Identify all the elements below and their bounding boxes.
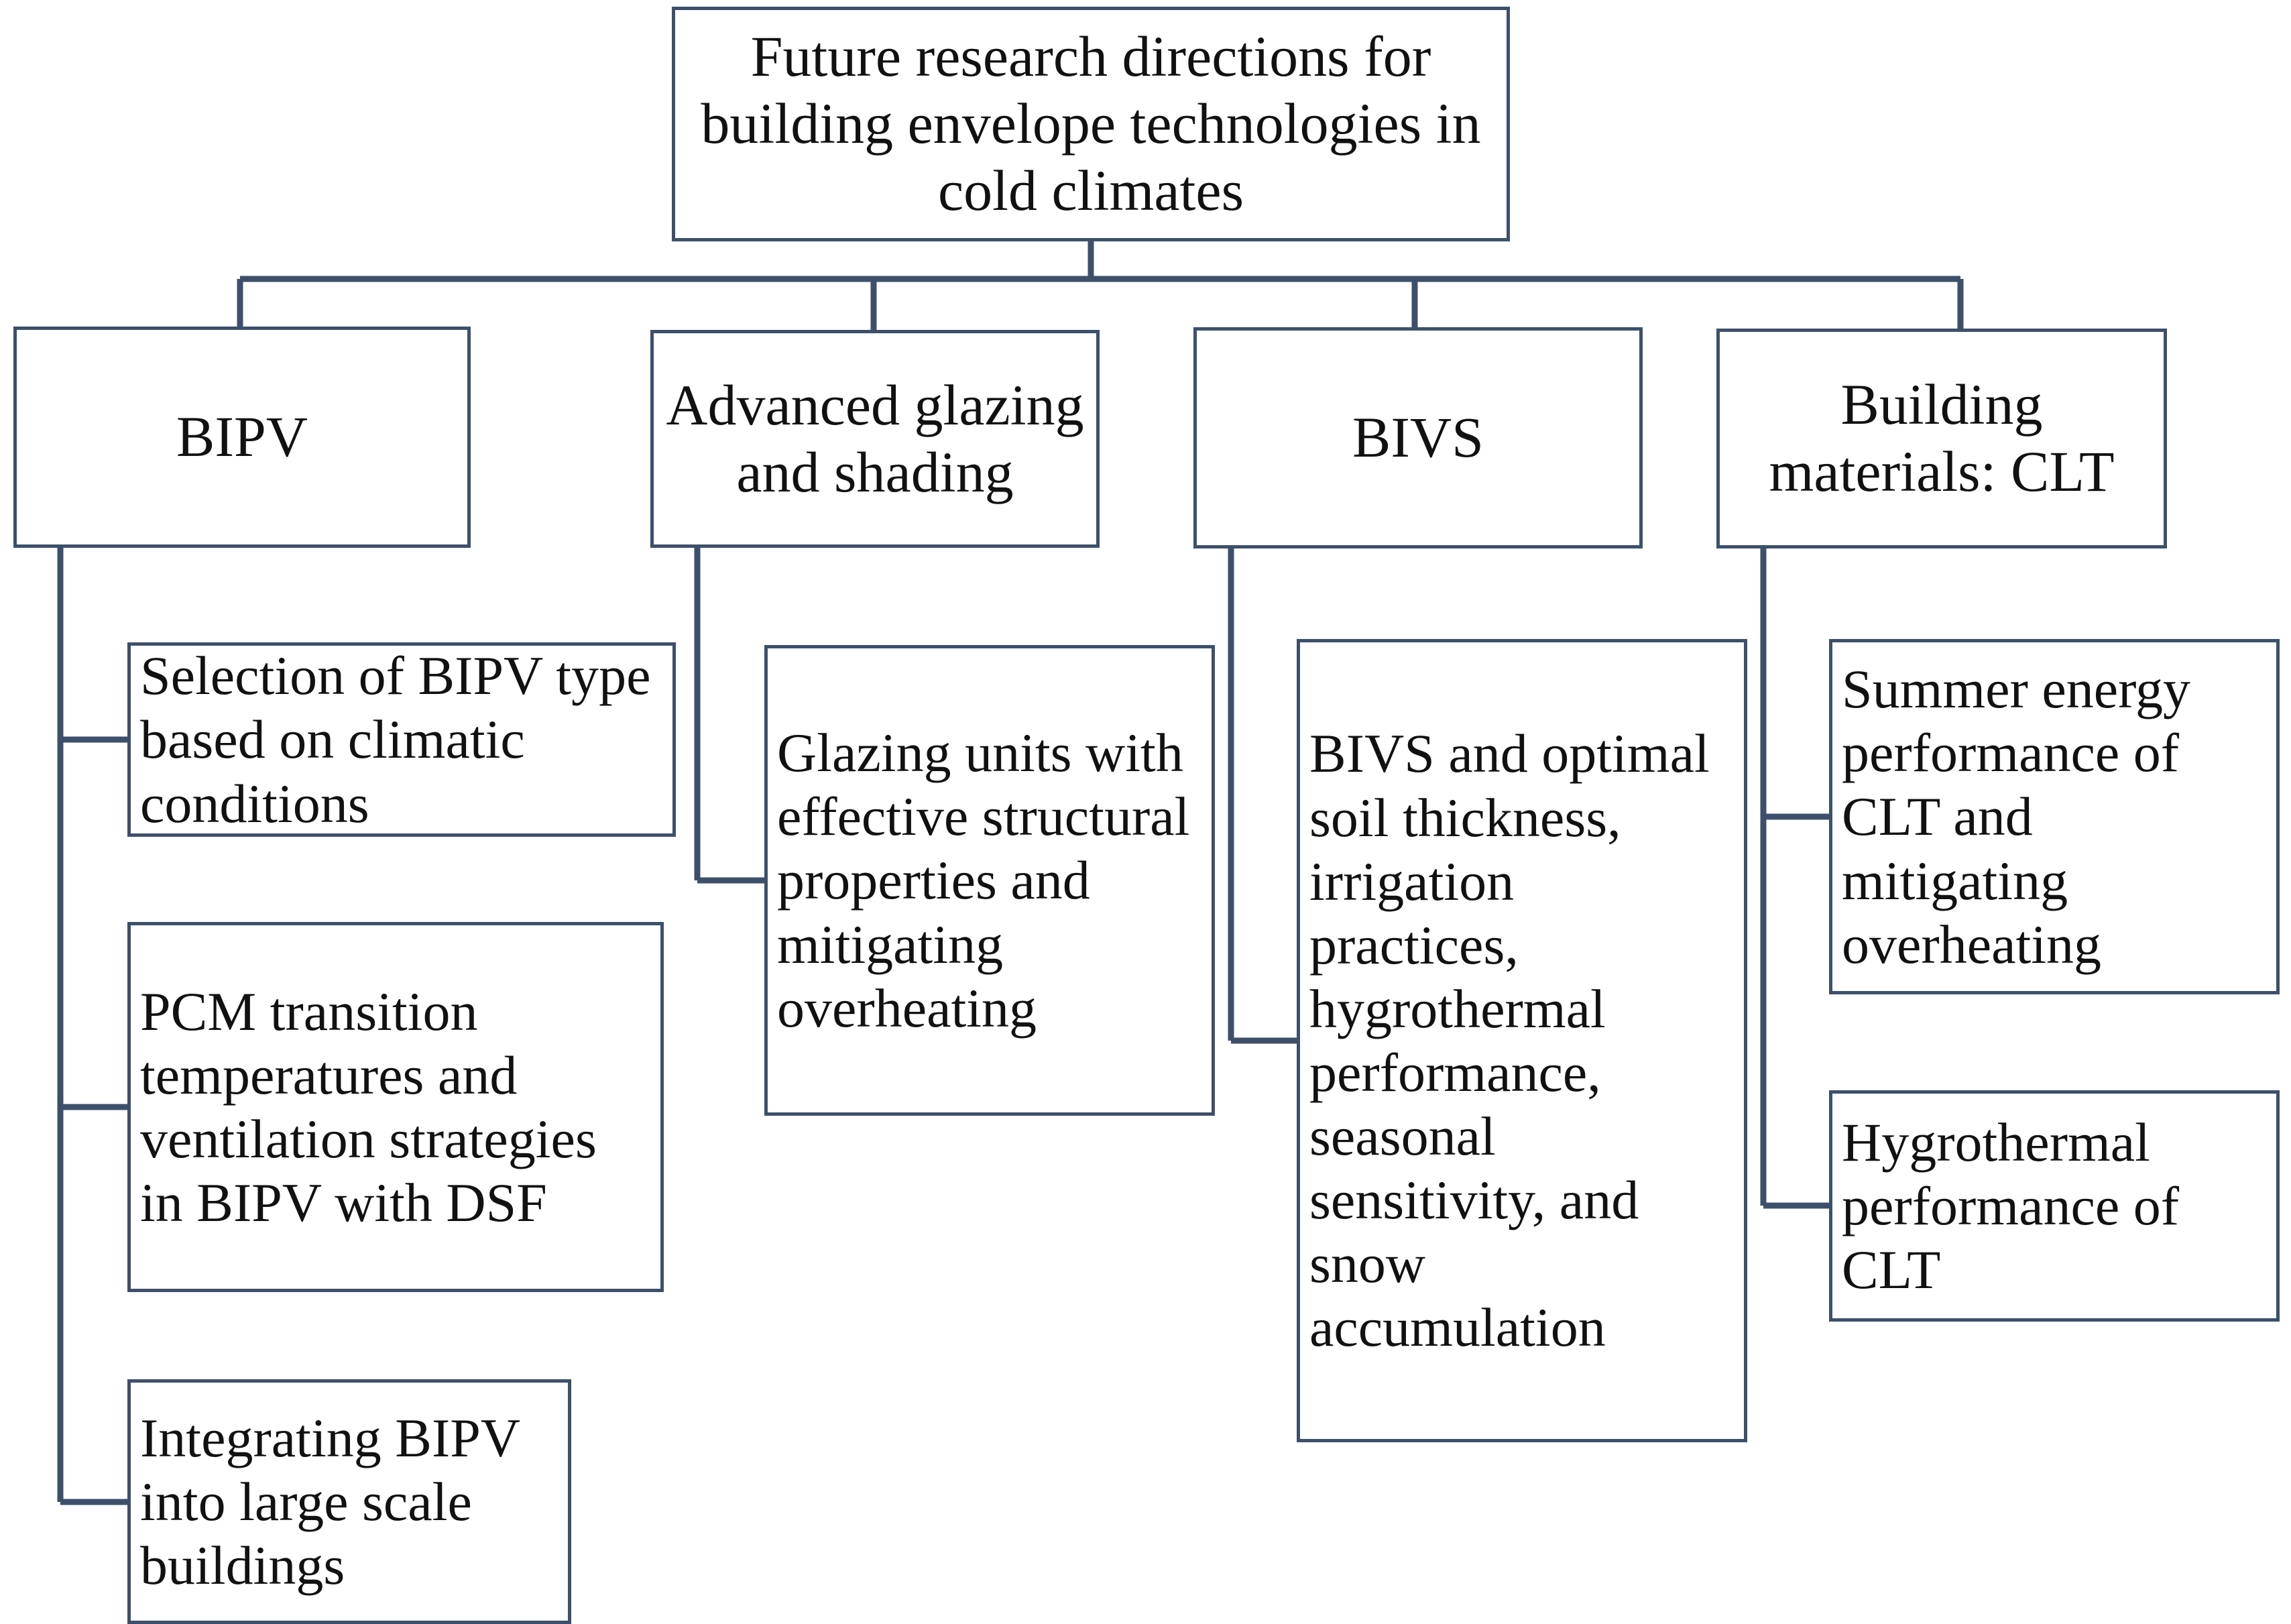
node-root[interactable]: Future research directions for building … [672, 7, 1510, 241]
node-bipv-label: BIPV [176, 404, 308, 469]
leaf-bipv-selection-of-bipv-type[interactable]: Selection of BIPV type based on climatic… [127, 642, 676, 837]
leaf-bipv-pcm-transition-temperatures-label: PCM transition temperatures and ventilat… [140, 980, 611, 1234]
leaf-glazing-units-effective-structural-properties[interactable]: Glazing units with effective structural … [764, 645, 1215, 1116]
node-advanced-glazing-and-shading[interactable]: Advanced glazing and shading [650, 330, 1100, 548]
leaf-bipv-integrating-into-large-scale-buildings[interactable]: Integrating BIPV into large scale buildi… [127, 1379, 571, 1624]
leaf-bipv-integrating-into-large-scale-buildings-label: Integrating BIPV into large scale buildi… [140, 1407, 534, 1597]
leaf-clt-summer-energy-performance-label: Summer energy performance of CLT and mit… [1842, 658, 2205, 975]
node-advanced-glazing-and-shading-label: Advanced glazing and shading [666, 372, 1099, 504]
node-bivs[interactable]: BIVS [1193, 327, 1643, 548]
leaf-clt-summer-energy-performance[interactable]: Summer energy performance of CLT and mit… [1829, 639, 2280, 994]
leaf-bivs-optimal-soil-thickness-label: BIVS and optimal soil thickness, irrigat… [1309, 723, 1724, 1358]
node-root-label: Future research directions for building … [701, 24, 1496, 223]
leaf-bipv-selection-of-bipv-type-label: Selection of BIPV type based on climatic… [140, 645, 664, 834]
leaf-clt-hygrothermal-performance[interactable]: Hygrothermal performance of CLT [1829, 1090, 2280, 1322]
leaf-clt-hygrothermal-performance-label: Hygrothermal performance of CLT [1842, 1111, 2193, 1301]
leaf-bipv-pcm-transition-temperatures[interactable]: PCM transition temperatures and ventilat… [127, 922, 664, 1292]
node-bipv[interactable]: BIPV [13, 327, 471, 548]
leaf-bivs-optimal-soil-thickness[interactable]: BIVS and optimal soil thickness, irrigat… [1297, 639, 1747, 1442]
node-building-materials-clt[interactable]: Building materials: CLT [1716, 329, 2167, 548]
node-bivs-label: BIVS [1352, 405, 1484, 470]
node-building-materials-clt-label: Building materials: CLT [1769, 372, 2115, 504]
leaf-glazing-units-effective-structural-properties-label: Glazing units with effective structural … [777, 722, 1203, 1039]
